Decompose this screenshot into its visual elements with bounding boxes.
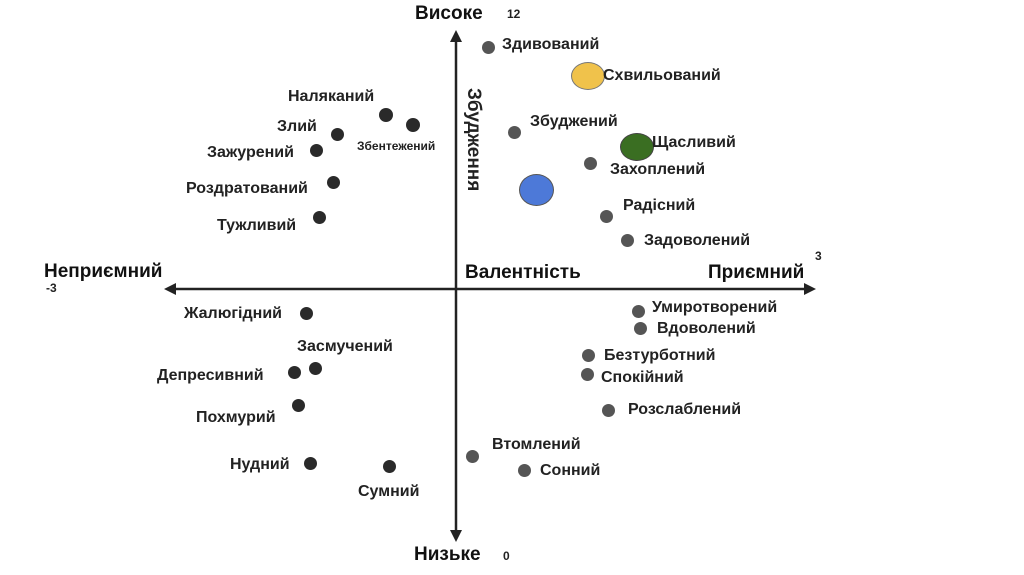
axis-value-left: -3 (46, 281, 57, 295)
label-surprised: Здивований (502, 36, 600, 53)
label-angry: Злий (277, 118, 317, 135)
label-peaceful: Умиротворений (652, 299, 778, 316)
axis-title-valence: Валентність (465, 262, 581, 283)
dot-sad (383, 460, 396, 473)
dot-tired (466, 450, 479, 463)
label-sad: Сумний (358, 483, 420, 500)
label-gloomy: Похмурий (196, 409, 276, 426)
axis-label-bottom: Низьке (414, 544, 481, 565)
axis-value-top: 12 (507, 7, 521, 21)
label-depressed: Депресивний (157, 367, 264, 384)
axis-label-right: Приємний (708, 262, 805, 283)
dot-miserable (300, 307, 313, 320)
dot-carefree (582, 349, 595, 362)
label-carefree: Безтурботний (604, 347, 716, 364)
label-yearning: Тужливий (217, 217, 297, 234)
dot-relaxed (602, 404, 615, 417)
label-excited: Схвильований (603, 67, 721, 84)
axis-value-right: 3 (815, 249, 822, 263)
label-embarrassed: Збентежений (357, 139, 436, 153)
dot-satisfied (621, 234, 634, 247)
dot-distressed (310, 144, 323, 157)
label-pleased: Вдоволений (657, 320, 756, 337)
dot-scared (379, 108, 393, 122)
dot-bored (304, 457, 317, 470)
dot-irritated (327, 176, 340, 189)
axis-label-left: Неприємний (44, 261, 163, 282)
dot-yearning (313, 211, 326, 224)
label-bored: Нудний (230, 456, 290, 473)
axis-value-bottom: 0 (503, 549, 510, 563)
dot-sleepy (518, 464, 531, 477)
dot-upset (309, 362, 322, 375)
dot-embarrassed (406, 118, 420, 132)
axis-title-arousal: Збудження (463, 88, 484, 192)
label-sleepy: Сонний (540, 462, 601, 479)
label-upset: Засмучений (297, 338, 393, 355)
label-scared: Наляканий (288, 88, 375, 105)
label-joyful: Радісний (623, 197, 696, 214)
arrow-right-icon (804, 283, 816, 295)
label-happy: Щасливий (652, 134, 736, 151)
dot-delighted (584, 157, 597, 170)
label-delighted: Захоплений (610, 161, 706, 178)
label-tired: Втомлений (492, 436, 581, 453)
arrow-up-icon (450, 30, 462, 42)
arrow-down-icon (450, 530, 462, 542)
dot-aroused (508, 126, 521, 139)
label-aroused: Збуджений (530, 113, 618, 130)
dot-angry (331, 128, 344, 141)
axis-label-top: Високе (415, 3, 483, 24)
dot-joyful (600, 210, 613, 223)
dot-excited (571, 62, 605, 90)
label-irritated: Роздратований (186, 180, 308, 197)
dot-depressed (288, 366, 301, 379)
label-satisfied: Задоволений (644, 232, 751, 249)
arrow-left-icon (164, 283, 176, 295)
dot-gloomy (292, 399, 305, 412)
dot-peaceful (632, 305, 645, 318)
label-distressed: Зажурений (207, 144, 294, 161)
dot-blue-marker (519, 174, 554, 206)
label-relaxed: Розслаблений (628, 401, 742, 418)
dot-happy (620, 133, 654, 161)
dot-pleased (634, 322, 647, 335)
dot-surprised (482, 41, 495, 54)
label-miserable: Жалюгідний (184, 305, 282, 322)
dot-calm (581, 368, 594, 381)
label-calm: Спокійний (601, 369, 684, 386)
